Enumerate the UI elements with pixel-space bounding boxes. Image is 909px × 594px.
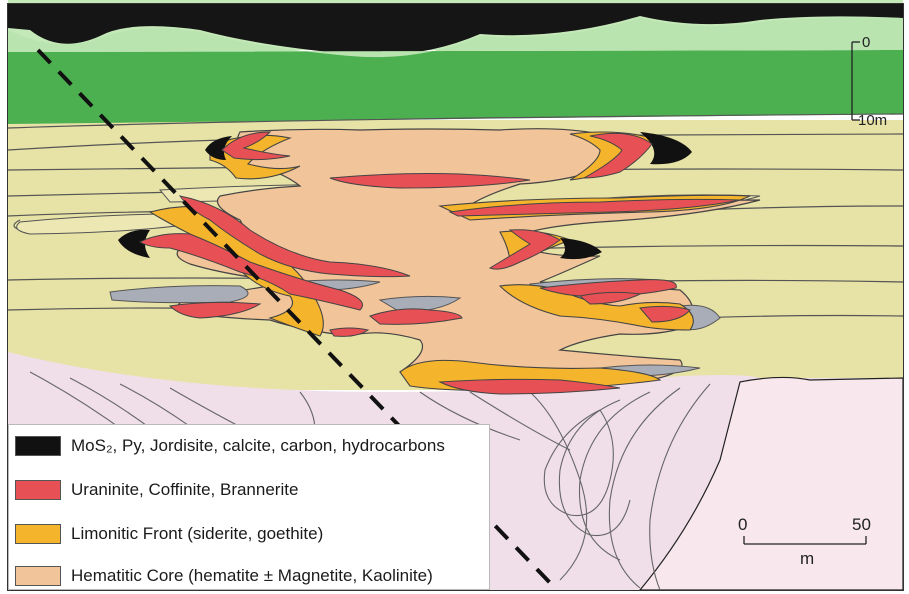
legend-label-mos2: MoS₂, Py, Jordisite, calcite, carbon, hy… xyxy=(71,436,445,456)
green-layer xyxy=(8,50,903,124)
legend-label-uraninite: Uraninite, Coffinite, Brannerite xyxy=(71,480,298,500)
legend-label-hematitic-core: Hematitic Core (hematite ± Magnetite, Ka… xyxy=(71,566,433,586)
legend-row-uraninite: Uraninite, Coffinite, Brannerite xyxy=(15,479,298,501)
horizontal-scale-left-label: 0 xyxy=(738,515,747,535)
legend-row-mos2: MoS₂, Py, Jordisite, calcite, carbon, hy… xyxy=(15,435,445,457)
horizontal-scale-right-label: 50 xyxy=(852,515,871,535)
legend-swatch-mos2 xyxy=(15,436,61,456)
legend-swatch-hematitic-core xyxy=(15,566,61,586)
legend-swatch-uraninite xyxy=(15,480,61,500)
legend: MoS₂, Py, Jordisite, calcite, carbon, hy… xyxy=(8,424,490,590)
legend-row-limonitic-front: Limonitic Front (siderite, goethite) xyxy=(15,523,323,545)
vertical-scale-top-label: 0 xyxy=(862,34,870,51)
legend-swatch-limonitic-front xyxy=(15,524,61,544)
legend-row-hematitic-core: Hematitic Core (hematite ± Magnetite, Ka… xyxy=(15,565,433,587)
horizontal-scale-unit-label: m xyxy=(800,549,814,569)
vertical-scale-bottom-label: 10m xyxy=(858,112,887,129)
legend-label-limonitic-front: Limonitic Front (siderite, goethite) xyxy=(71,524,323,544)
